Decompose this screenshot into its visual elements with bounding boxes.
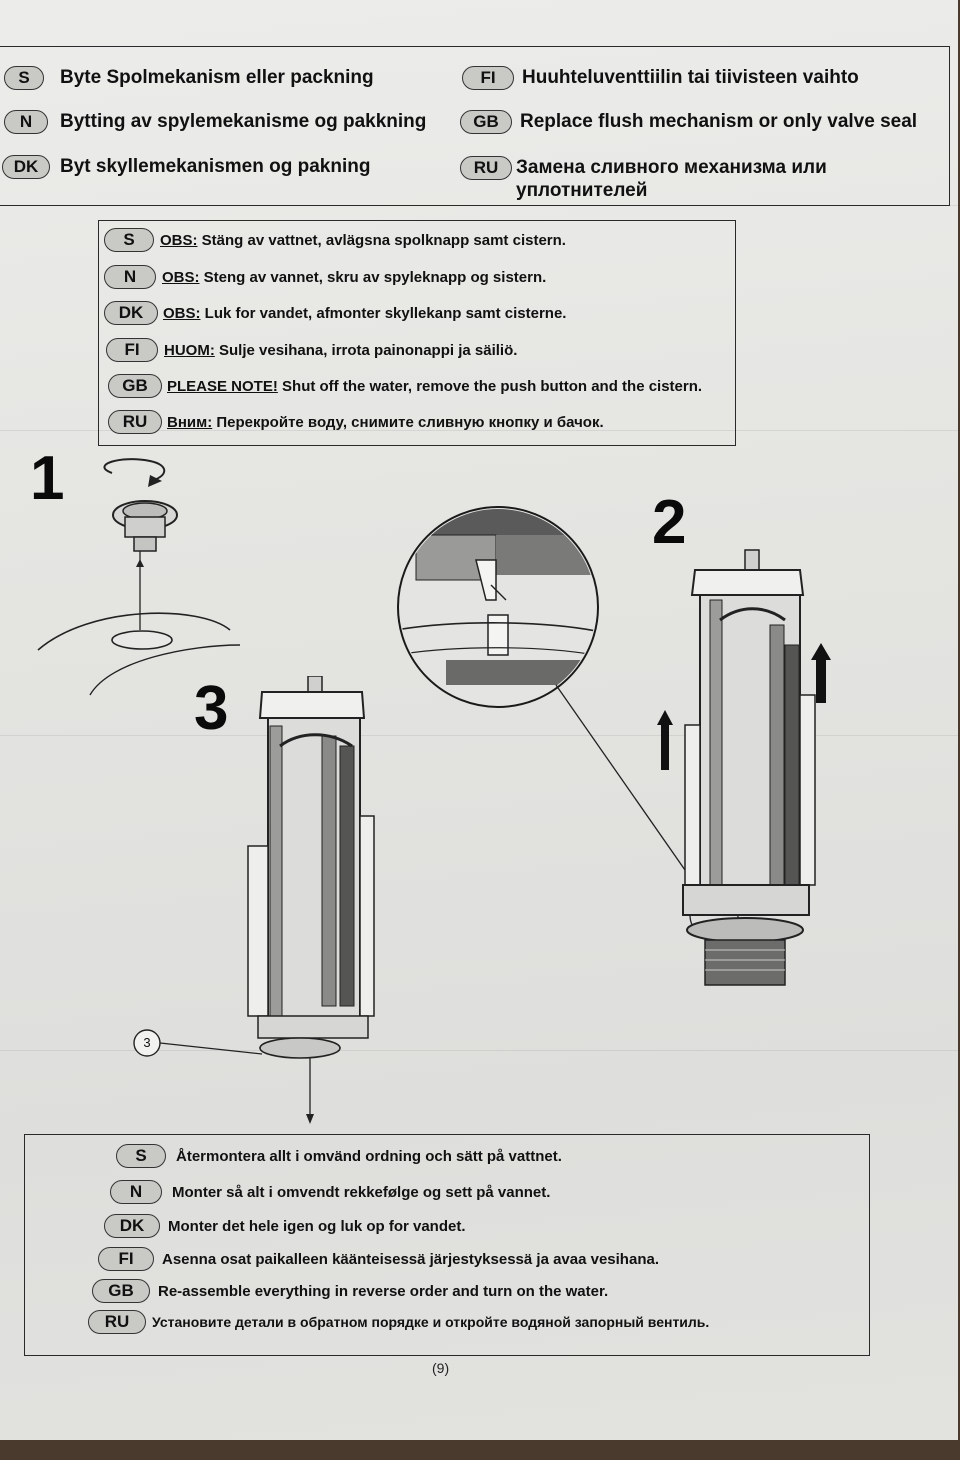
reassemble-row-ru: RU Установите детали в обратном порядке … [88,1310,709,1334]
header-row-gb: GB Replace flush mechanism or only valve… [460,110,917,134]
lang-badge: S [116,1144,166,1168]
lang-badge: DK [2,155,50,179]
note-label: OBS: [162,268,200,286]
note-label: Вним: [167,413,213,431]
note-text: Stäng av vattnet, avlägsna spolknapp sam… [197,231,566,249]
header-row-ru: RU Замена сливного механизма или уплотни… [460,156,827,202]
note-row-gb: GB PLEASE NOTE! Shut off the water, remo… [108,374,702,398]
reassemble-text: Monter det hele igen og luk op for vande… [168,1217,466,1235]
reassemble-row-fi: FI Asenna osat paikalleen käänteisessä j… [98,1247,659,1271]
lang-badge: FI [106,338,158,362]
header-text: Huuhteluventtiilin tai tiivisteen vaihto [522,67,859,88]
header-row-s: S Byte Spolmekanism eller packning [4,66,374,90]
lang-badge: N [4,110,48,134]
reassemble-row-dk: DK Monter det hele igen og luk op for va… [104,1214,466,1238]
note-text: Sulje vesihana, irrota painonappi ja säi… [214,341,518,359]
notes-box [98,220,736,446]
reassemble-text: Установите детали в обратном порядке и о… [152,1314,710,1330]
note-text: Перекройте воду, снимите сливную кнопку … [212,413,604,431]
header-text: Замена сливного механизма или [516,157,827,178]
note-row-s: S OBS: Stäng av vattnet, avlägsna spolkn… [104,228,566,252]
lang-badge: N [110,1180,162,1204]
note-label: OBS: [163,304,201,322]
note-text: Steng av vannet, skru av spyleknapp og s… [199,268,547,286]
note-text: Luk for vandet, afmonter skyllekanp samt… [200,304,567,322]
note-label: HUOM: [164,341,215,359]
reassemble-text: Återmontera allt i omvänd ordning och sä… [176,1147,562,1165]
reassemble-row-s: S Återmontera allt i omvänd ordning och … [116,1144,562,1168]
callout-number: 3 [143,1035,151,1050]
lang-badge: FI [462,66,514,90]
reassemble-row-n: N Monter så alt i omvendt rekkefølge og … [110,1180,550,1204]
header-text-cont: уплотнителей [516,180,648,201]
reassemble-text: Asenna osat paikalleen käänteisessä järj… [162,1250,659,1268]
reassemble-row-gb: GB Re-assemble everything in reverse ord… [92,1279,608,1303]
lang-badge: FI [98,1247,154,1271]
header-row-n: N Bytting av spylemekanisme og pakkning [4,110,426,134]
reassemble-text: Monter så alt i omvendt rekkefølge og se… [172,1183,551,1201]
reassemble-text: Re-assemble everything in reverse order … [158,1282,609,1300]
step-number-2: 2 [652,488,687,557]
note-row-fi: FI HUOM: Sulje vesihana, irrota painonap… [106,338,517,362]
push-button-illustration [37,458,241,696]
lang-badge: RU [108,410,162,434]
header-box [0,46,950,206]
flush-valve-step3-illustration [133,676,375,1124]
note-row-ru: RU Вним: Перекройте воду, снимите сливну… [108,410,604,434]
note-row-dk: DK OBS: Luk for vandet, afmonter skyllek… [104,301,566,325]
header-text: Byt skyllemekanismen og pakning [60,156,371,177]
note-text: Shut off the water, remove the push butt… [277,377,703,395]
note-row-n: N OBS: Steng av vannet, skru av spylekna… [104,265,546,289]
flush-valve-step2-illustration [657,549,831,986]
header-text: Byte Spolmekanism eller packning [60,67,374,88]
lang-badge: GB [92,1279,150,1303]
lang-badge: S [104,228,154,252]
header-text: Replace flush mechanism or only valve se… [520,111,918,132]
lang-badge: DK [104,1214,160,1238]
lang-badge: GB [108,374,162,398]
lang-badge: N [104,265,156,289]
step-number-1: 1 [30,444,65,513]
page-number: (9) [432,1360,450,1376]
note-label: OBS: [160,231,198,249]
lang-badge: S [4,66,44,90]
header-text: Bytting av spylemekanisme og pakkning [60,111,427,132]
detail-zoom-illustration [397,506,739,940]
lang-badge: RU [88,1310,146,1334]
reassemble-box [24,1134,870,1356]
header-row-dk: DK Byt skyllemekanismen og pakning [2,155,370,179]
note-label: PLEASE NOTE! [167,377,278,395]
header-row-fi: FI Huuhteluventtiilin tai tiivisteen vai… [462,66,859,90]
lang-badge: RU [460,156,512,180]
lang-badge: GB [460,110,512,134]
step-number-3: 3 [194,674,229,743]
lang-badge: DK [104,301,158,325]
